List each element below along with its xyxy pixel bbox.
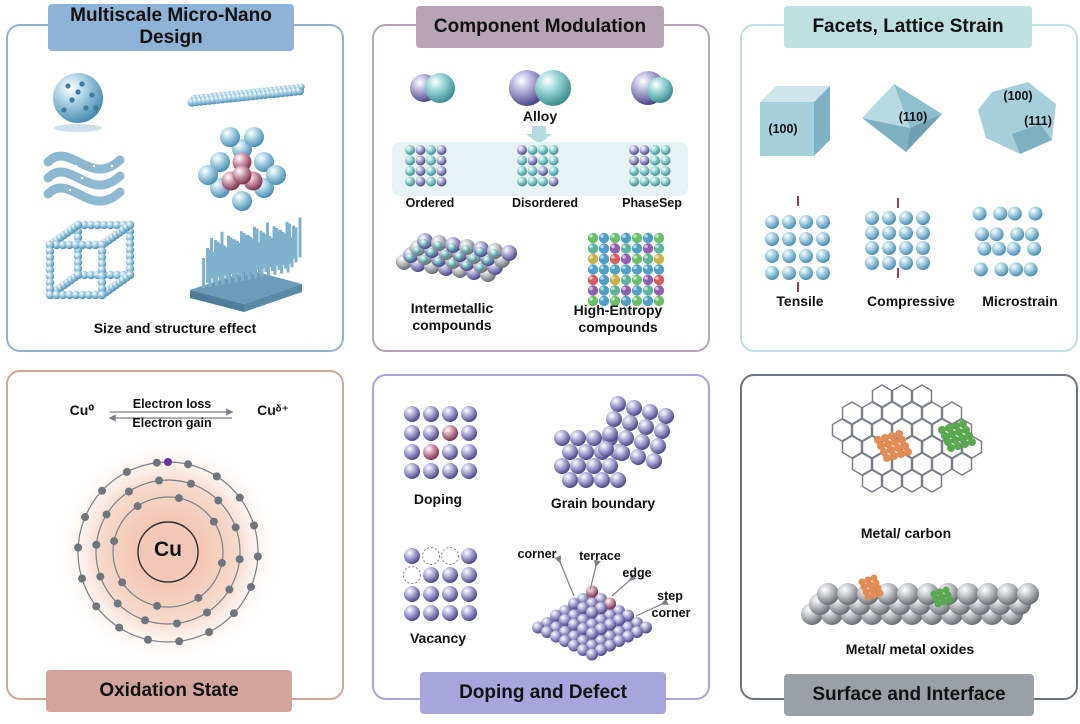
label-electron-loss: Electron loss bbox=[132, 397, 212, 411]
label-intermetallic: Intermetallic compounds bbox=[410, 300, 494, 333]
label-facet-111: (111) bbox=[1024, 114, 1052, 128]
label-phasesep: PhaseSep bbox=[622, 196, 682, 210]
nanosphere-icon bbox=[53, 73, 103, 132]
nanowire-icon bbox=[187, 83, 305, 107]
vacancy-lattice-icon bbox=[403, 547, 477, 621]
panel-title-multiscale: Multiscale Micro-Nano Design bbox=[48, 4, 294, 51]
cage-cube-icon bbox=[45, 220, 135, 300]
metal-oxide-surface-icon bbox=[801, 574, 1039, 625]
label-step: step bbox=[657, 589, 683, 603]
cu-atom-model-icon bbox=[53, 408, 283, 667]
truncated-octahedron-icon bbox=[978, 82, 1056, 154]
panel-title-doping: Doping and Defect bbox=[420, 672, 666, 714]
label-vacancy: Vacancy bbox=[409, 630, 467, 646]
label-disordered: Disordered bbox=[512, 196, 578, 210]
label-grain-boundary: Grain boundary bbox=[550, 495, 656, 511]
down-arrow-icon bbox=[526, 126, 552, 144]
strain-lattice-icon bbox=[765, 196, 1043, 292]
nanoarray-icon bbox=[190, 217, 302, 312]
metal-cluster-green-icon bbox=[938, 420, 976, 452]
label-facet-110: (110) bbox=[898, 110, 928, 124]
metal-cluster-orange-icon bbox=[874, 430, 912, 462]
label-step-corner: corner bbox=[651, 606, 691, 620]
cluster-icon bbox=[198, 127, 286, 211]
label-edge: edge bbox=[622, 566, 652, 580]
label-ordered: Ordered bbox=[405, 196, 455, 210]
label-facet-100b: (100) bbox=[1003, 89, 1033, 103]
panel-title-facets: Facets, Lattice Strain bbox=[784, 6, 1032, 48]
label-cu0: Cu⁰ bbox=[69, 402, 95, 418]
label-doping: Doping bbox=[413, 491, 463, 507]
doping-lattice-icon bbox=[404, 406, 477, 479]
nanosheet-icon bbox=[43, 151, 125, 206]
pyramid-steps-icon bbox=[532, 555, 669, 661]
panel-surface bbox=[740, 374, 1078, 700]
label-cu-nucleus: Cu bbox=[154, 538, 182, 561]
intermetallic-slab-icon bbox=[396, 233, 517, 282]
graphene-sheet-icon bbox=[831, 384, 983, 493]
grain-boundary-icon bbox=[554, 396, 674, 488]
label-microstrain: Microstrain bbox=[982, 293, 1058, 309]
label-corner: corner bbox=[517, 547, 557, 561]
panel-title-surface: Surface and Interface bbox=[784, 674, 1034, 716]
panel-facets bbox=[740, 24, 1078, 352]
panel-title-component: Component Modulation bbox=[416, 6, 664, 48]
bimetal-pair-icon bbox=[410, 70, 673, 106]
high-entropy-grid-icon bbox=[587, 232, 665, 307]
cube-facet-icon bbox=[760, 86, 830, 156]
label-terrace: terrace bbox=[579, 549, 621, 563]
label-electron-gain: Electron gain bbox=[132, 416, 212, 430]
label-metal-carbon: Metal/ carbon bbox=[860, 525, 952, 541]
panel-title-oxidation: Oxidation State bbox=[46, 670, 292, 712]
label-alloy: Alloy bbox=[522, 108, 558, 124]
label-metal-oxides: Metal/ metal oxides bbox=[845, 641, 975, 657]
label-size-structure: Size and structure effect bbox=[93, 320, 257, 336]
label-cu-delta: Cuᵟ⁺ bbox=[257, 402, 289, 418]
label-high-entropy: High-Entropy compounds bbox=[573, 302, 663, 335]
label-facet-100: (100) bbox=[768, 122, 798, 136]
octahedron-facet-icon bbox=[862, 84, 942, 152]
label-compressive: Compressive bbox=[867, 293, 955, 309]
label-tensile: Tensile bbox=[776, 293, 824, 309]
alloy-lattice-box bbox=[392, 142, 688, 196]
